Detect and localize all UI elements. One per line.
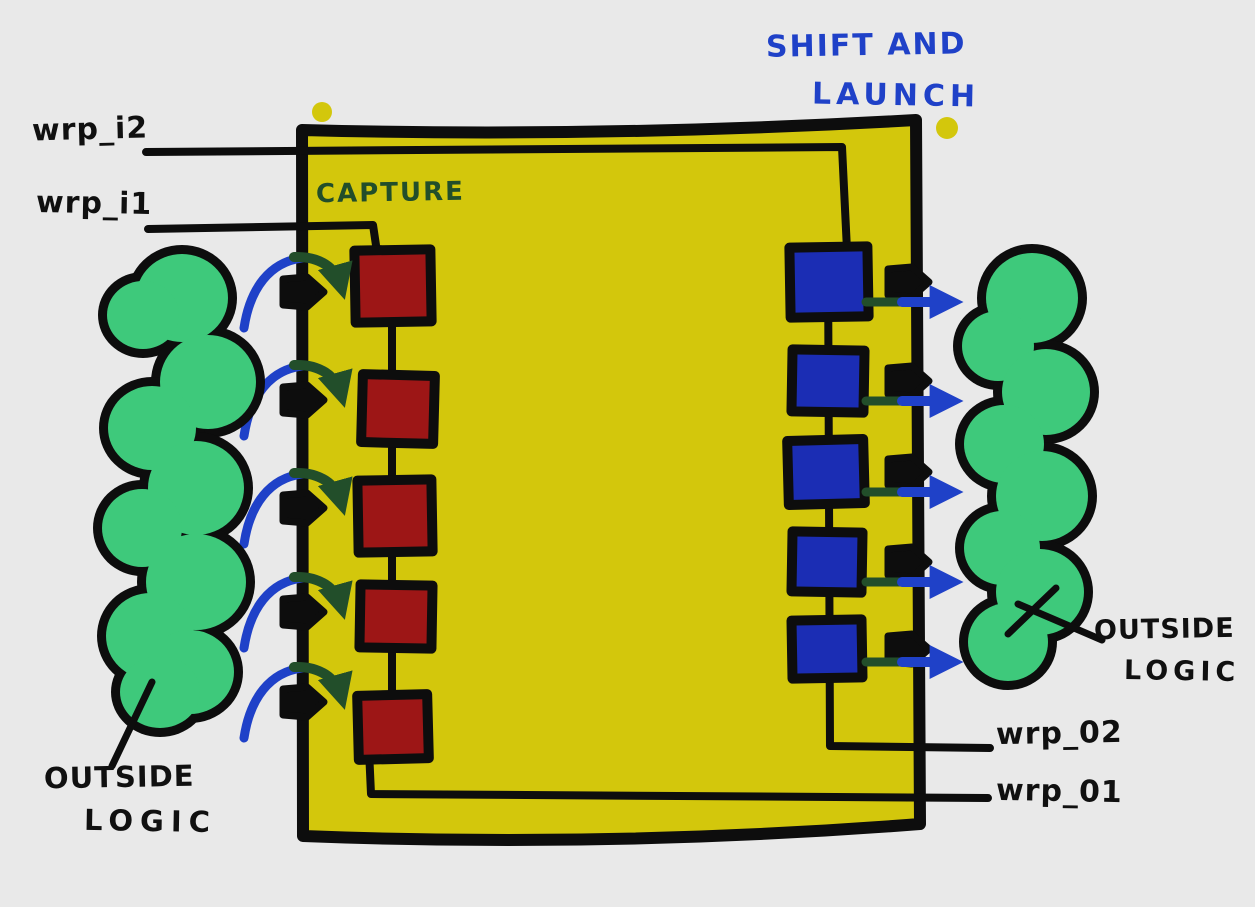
label-outside-logic-right-line2: LOGIC — [1123, 654, 1241, 689]
outside-logic-cloud-right — [953, 244, 1099, 690]
shift-cell-4 — [786, 526, 868, 598]
capture-cell-3 — [352, 474, 438, 558]
shift-cell-5 — [786, 614, 868, 684]
shift-launch-cells — [782, 241, 874, 684]
label-wrp-o1: wrp_01 — [995, 772, 1124, 811]
shift-cell-2 — [786, 344, 870, 418]
input-port-5 — [279, 683, 328, 721]
capture-cell-2 — [356, 369, 440, 449]
output-port-3 — [884, 453, 933, 491]
label-outside-logic-right-line1: OUTSIDE — [1093, 612, 1235, 647]
ink-smudge — [936, 117, 958, 139]
pointer-line-right-2 — [1004, 584, 1060, 638]
label-shift-and-launch-line1: SHIFT AND — [765, 26, 967, 65]
label-capture: CAPTURE — [315, 176, 466, 210]
capture-cell-1 — [349, 244, 437, 328]
label-shift-and-launch-line2: LAUNCH — [811, 76, 981, 115]
input-arrow-1 — [239, 251, 353, 333]
ink-smudge — [312, 102, 332, 122]
input-port-1 — [279, 273, 328, 311]
shift-cell-3 — [782, 434, 870, 510]
capture-cell-5 — [352, 689, 434, 765]
input-port-4 — [279, 593, 328, 631]
wire-wrp-i2 — [142, 143, 851, 254]
output-arrows — [861, 284, 964, 680]
wire-wrp-o1 — [365, 746, 992, 802]
capture-cells — [349, 244, 440, 765]
input-port-2 — [279, 381, 328, 419]
input-arrow-5 — [239, 661, 353, 743]
shift-cell-1 — [784, 241, 874, 323]
output-port-4 — [884, 543, 933, 581]
input-arrow-3 — [239, 467, 353, 549]
output-port-1 — [884, 263, 933, 301]
core-box — [296, 114, 926, 846]
output-ports — [884, 263, 933, 668]
input-ports — [279, 273, 328, 721]
capture-cell-4 — [354, 579, 438, 654]
input-arrow-4 — [239, 571, 353, 653]
wire-wrp-i1 — [144, 221, 381, 256]
input-port-3 — [279, 489, 328, 527]
label-outside-logic-left-line2: LOGIC — [83, 802, 218, 840]
label-wrp-i2: wrp_i2 — [31, 110, 149, 149]
outside-logic-cloud-left — [93, 245, 265, 737]
label-outside-logic-left-line1: OUTSIDE — [43, 758, 195, 796]
label-wrp-o2: wrp_02 — [995, 714, 1124, 753]
output-port-2 — [884, 362, 933, 400]
label-wrp-i1: wrp_i1 — [35, 184, 153, 223]
pointer-line-left — [108, 678, 156, 770]
